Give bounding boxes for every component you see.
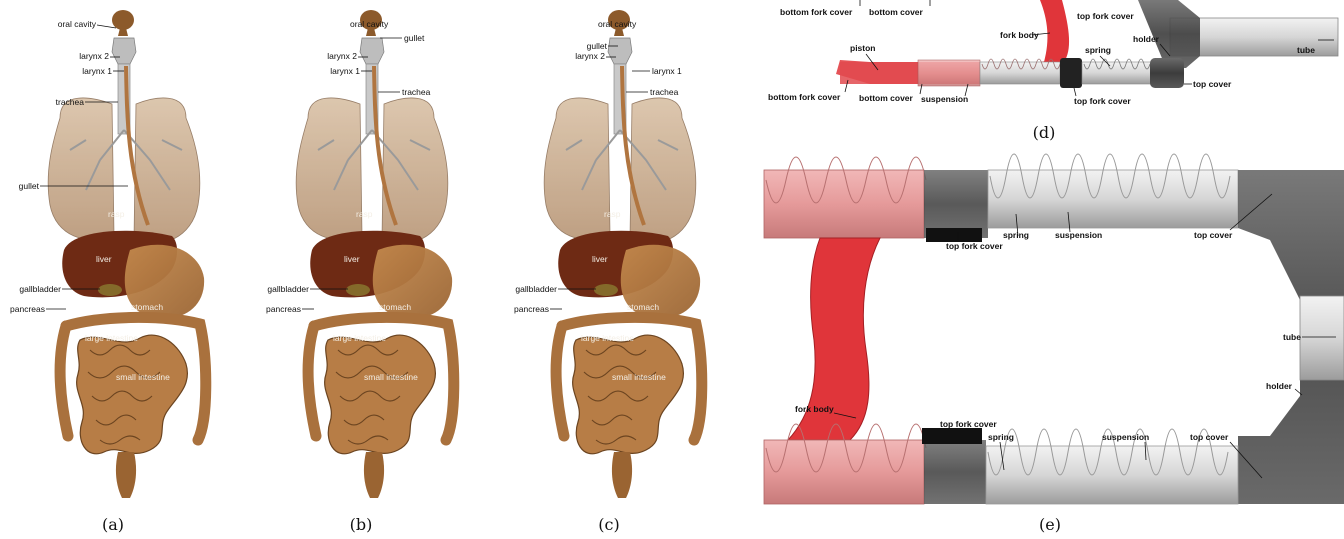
label-gallbladder: gallbladder (515, 284, 557, 294)
label-rasp: rasp (108, 209, 125, 219)
upper-suspension (988, 170, 1238, 228)
label-larynx-1: larynx 1 (652, 66, 682, 76)
panel-a: oral cavity larynx 2 larynx 1 trachea gu… (10, 10, 206, 534)
caption-b: (b) (350, 515, 373, 534)
panel-c: oral cavity gullet larynx 2 larynx 1 tra… (514, 10, 702, 534)
panel-e: top fork cover spring suspension top cov… (764, 154, 1344, 534)
label-trachea: trachea (650, 87, 679, 97)
label-fork-body: fork body (795, 404, 834, 414)
label-stomach: stomach (627, 302, 659, 312)
label-liver: liver (96, 254, 112, 264)
caption-d: (d) (1033, 123, 1056, 142)
label-gullet: gullet (19, 181, 40, 191)
label-holder: holder (1266, 381, 1293, 391)
label-spring-upper: spring (1003, 230, 1029, 240)
label-oral-cavity: oral cavity (58, 19, 97, 29)
anatomy-illustration-c (544, 10, 702, 498)
label-gullet: gullet (587, 41, 608, 51)
caption-a: (a) (102, 515, 124, 534)
label-small-intestine: small intestine (612, 372, 666, 382)
lower-bottom-cover (764, 440, 924, 504)
anatomy-illustration-a (48, 10, 206, 498)
label-liver: liver (344, 254, 360, 264)
label-large-intestine: large intestine (333, 333, 386, 343)
label-rasp: rasp (356, 209, 373, 219)
label-gallbladder: gallbladder (19, 284, 61, 294)
label-spring: spring (1085, 45, 1111, 55)
label-large-intestine: large intestine (581, 333, 634, 343)
label-tube: tube (1283, 332, 1301, 342)
label-piston: piston (850, 43, 876, 53)
label-top-fork-cover-lower: top fork cover (940, 419, 997, 429)
label-suspension-lower: suspension (1102, 432, 1149, 442)
label-larynx-2: larynx 2 (79, 51, 109, 61)
label-pancreas: pancreas (10, 304, 45, 314)
label-stomach: stomach (131, 302, 163, 312)
label-bottom-fork-cover: bottom fork cover (768, 92, 841, 102)
label-trachea: trachea (56, 97, 85, 107)
label-stomach: stomach (379, 302, 411, 312)
label-oral-cavity: oral cavity (598, 19, 637, 29)
label-top-fork-cover-upper: top fork cover (946, 241, 1003, 251)
label-bottom-fork-cover-top: bottom fork cover (780, 7, 853, 17)
label-bottom-cover: bottom cover (859, 93, 914, 103)
label-larynx-2: larynx 2 (327, 51, 357, 61)
label-bottom-cover-top: bottom cover (869, 7, 924, 17)
tube-part (1300, 296, 1344, 380)
label-tube: tube (1297, 45, 1315, 55)
label-oral-cavity: oral cavity (350, 19, 389, 29)
upper-top-fork-cover (924, 170, 988, 238)
panel-b: oral cavity gullet larynx 2 larynx 1 tra… (266, 10, 454, 534)
label-holder: holder (1133, 34, 1160, 44)
caption-e: (e) (1039, 515, 1061, 534)
label-top-cover-upper: top cover (1194, 230, 1233, 240)
label-pancreas: pancreas (266, 304, 301, 314)
label-larynx-2: larynx 2 (575, 51, 605, 61)
label-liver: liver (592, 254, 608, 264)
label-small-intestine: small intestine (116, 372, 170, 382)
caption-c: (c) (598, 515, 619, 534)
label-top-cover: top cover (1193, 79, 1232, 89)
label-top-fork-cover-top: top fork cover (1077, 11, 1134, 21)
fork-body-part (1040, 0, 1069, 62)
label-rasp: rasp (604, 209, 621, 219)
label-suspension-upper: suspension (1055, 230, 1102, 240)
label-larynx-1: larynx 1 (330, 66, 360, 76)
panel-d: bottom fork cover bottom cover top fork … (768, 0, 1338, 142)
label-trachea: trachea (402, 87, 431, 97)
label-larynx-1: larynx 1 (82, 66, 112, 76)
label-gallbladder: gallbladder (267, 284, 309, 294)
lower-top-fork-cover (924, 440, 986, 504)
label-top-cover-lower: top cover (1190, 432, 1229, 442)
label-small-intestine: small intestine (364, 372, 418, 382)
label-large-intestine: large intestine (85, 333, 138, 343)
label-spring-lower: spring (988, 432, 1014, 442)
label-gullet: gullet (404, 33, 425, 43)
label-top-fork-cover: top fork cover (1074, 96, 1131, 106)
anatomy-illustration-b (296, 10, 454, 498)
label-suspension: suspension (921, 94, 968, 104)
lower-suspension (986, 446, 1238, 504)
label-pancreas: pancreas (514, 304, 549, 314)
upper-bottom-cover (764, 170, 924, 238)
